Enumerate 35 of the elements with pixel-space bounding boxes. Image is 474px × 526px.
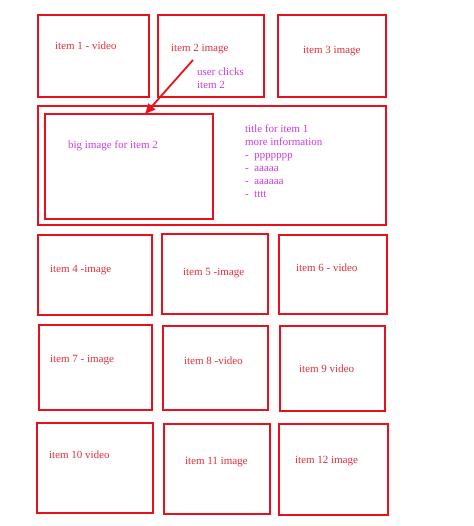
item-label: item 10 video	[49, 449, 110, 462]
item-label: item 9 video	[299, 363, 354, 376]
info-text: - aaaaa	[245, 162, 279, 175]
item-box	[37, 14, 150, 98]
item-label: item 3 image	[303, 44, 360, 57]
item-box	[277, 14, 387, 98]
info-text: title for item 1	[245, 123, 308, 136]
item-box	[38, 324, 153, 411]
item-box	[37, 234, 153, 316]
info-text: - aaaaaa	[245, 175, 284, 188]
arrow	[145, 59, 194, 114]
item-label: item 4 -image	[50, 263, 112, 276]
info-text: more information	[245, 136, 322, 149]
item-label: item 11 image	[185, 455, 248, 468]
item-box	[279, 325, 386, 412]
item-label: item 8 -video	[184, 355, 243, 368]
item-box	[157, 14, 265, 98]
item-box	[36, 422, 154, 514]
info-text: - ppppppp	[245, 149, 293, 162]
detail-panel	[37, 105, 387, 226]
item-label: item 5 -image	[183, 266, 244, 279]
item-box	[162, 325, 269, 411]
item-box	[278, 423, 389, 516]
info-text: - tttt	[245, 188, 266, 201]
item-box	[161, 233, 269, 315]
image-placeholder-box	[44, 113, 214, 220]
item-label: item 2 image	[171, 42, 228, 55]
item-label: item 1 - video	[55, 40, 116, 53]
item-label: item 12 image	[295, 454, 358, 467]
edge-label: user clicks item 2	[197, 66, 245, 92]
item-label: big image for item 2	[68, 139, 158, 152]
item-label: item 7 - image	[50, 353, 114, 366]
item-label: item 6 - video	[296, 262, 358, 275]
item-box	[163, 423, 271, 515]
item-box	[278, 234, 388, 315]
